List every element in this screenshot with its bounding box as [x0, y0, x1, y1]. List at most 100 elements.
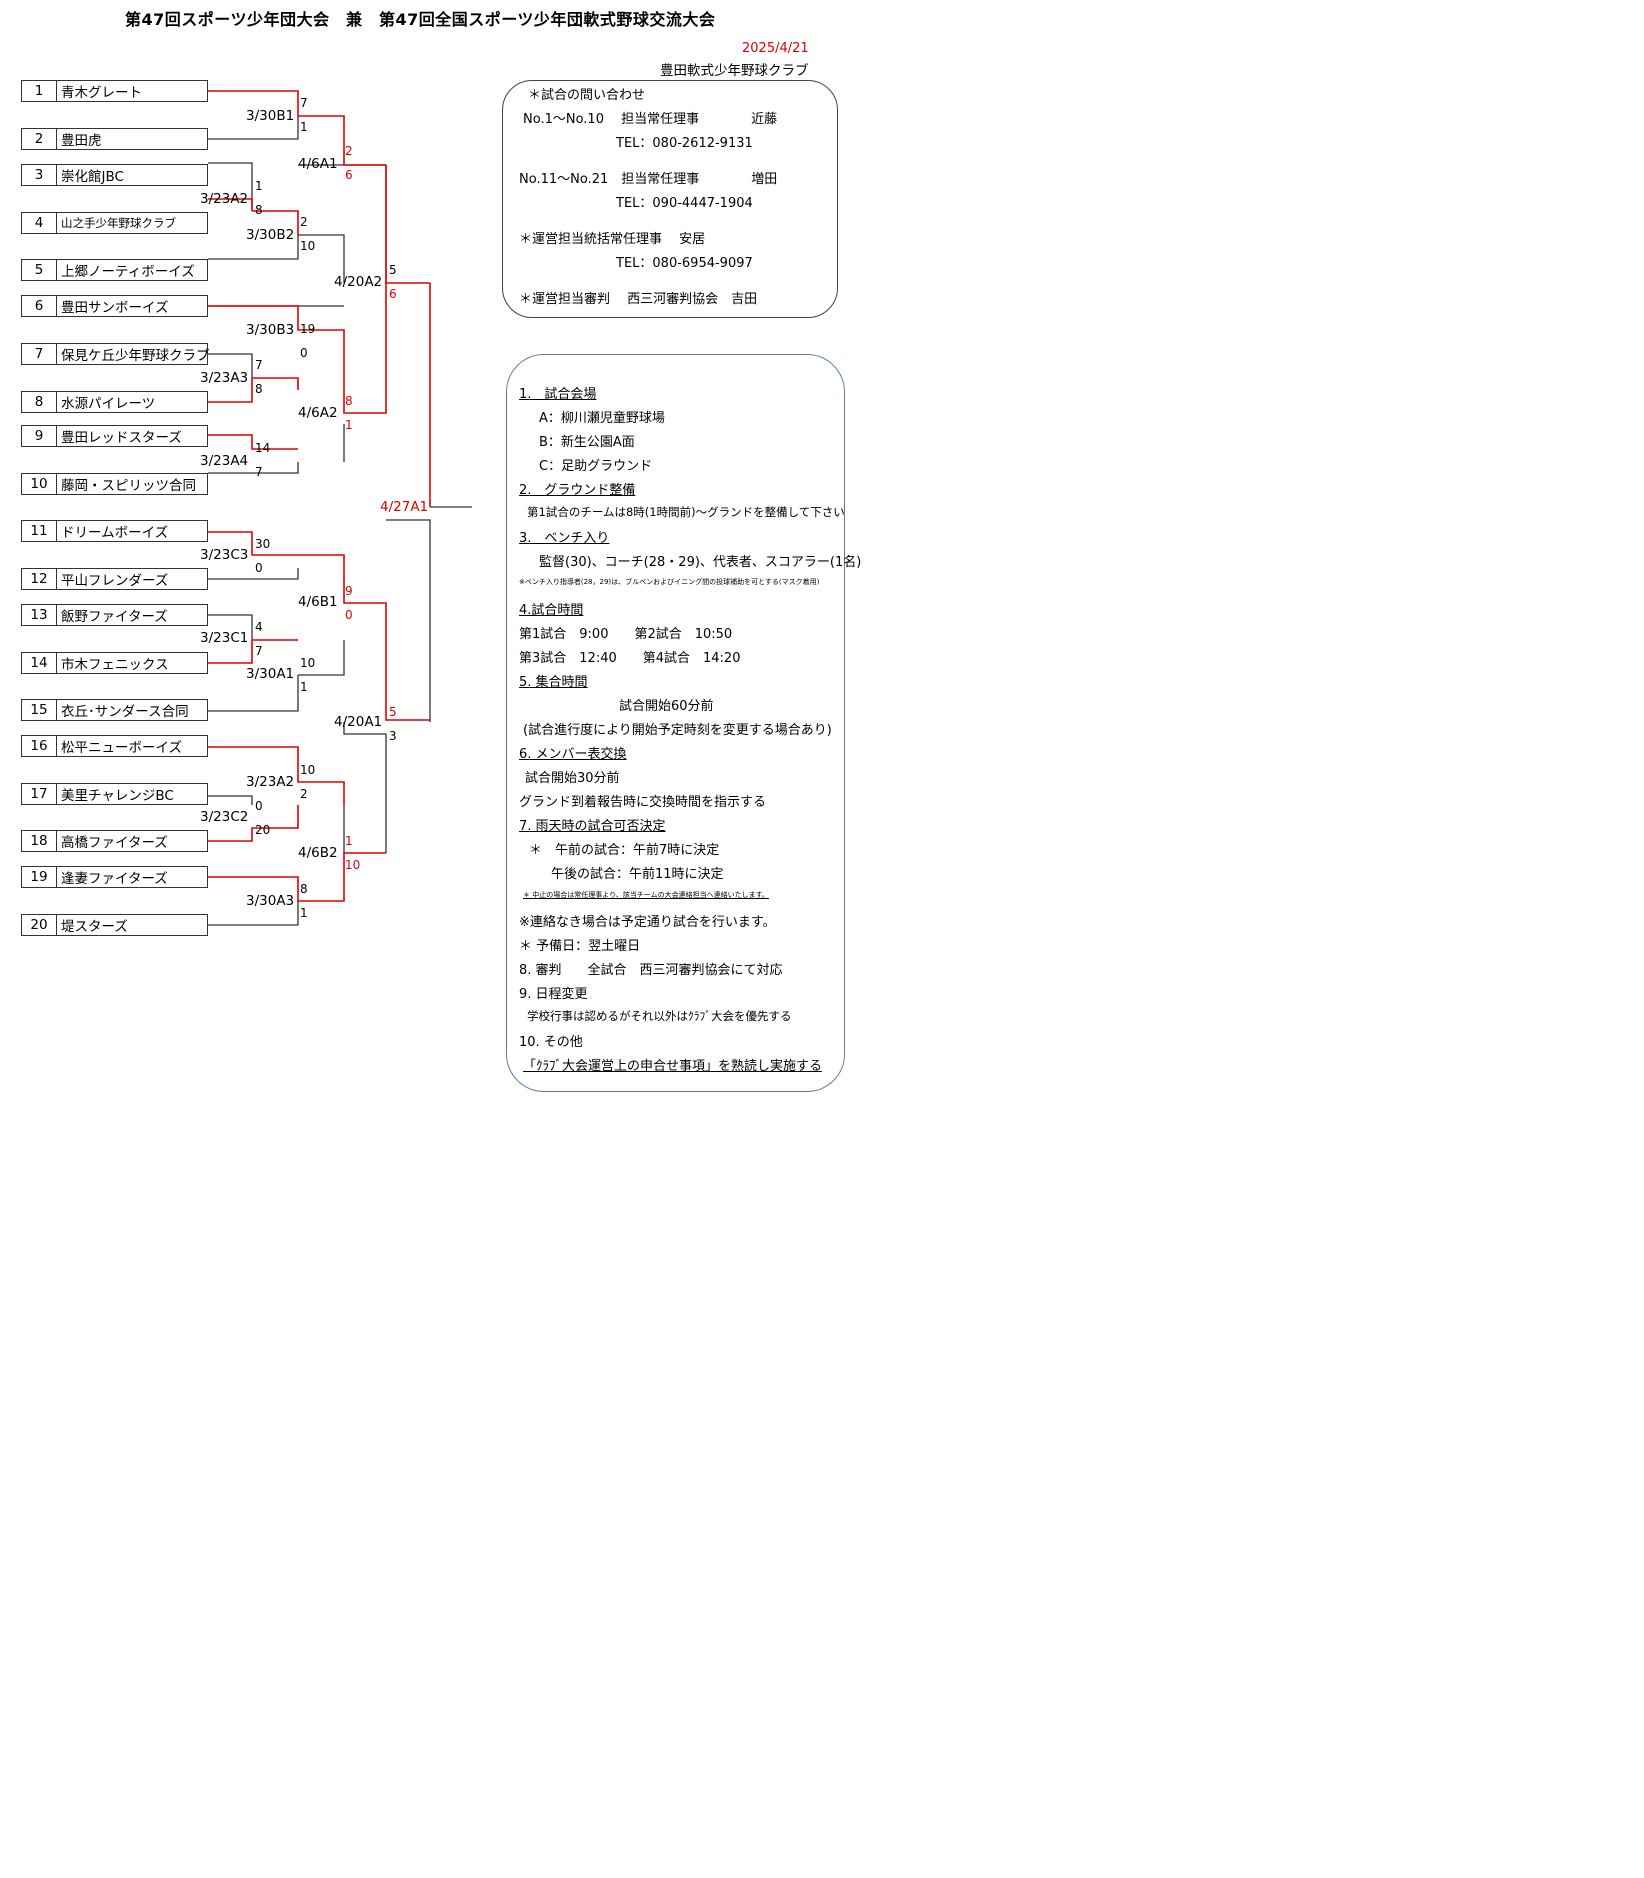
team-seed: 6 — [22, 296, 57, 316]
team-name: 美里チャレンジBC — [61, 788, 174, 804]
score: 1 — [300, 906, 308, 920]
game-label: 3/23C3 — [200, 547, 249, 563]
bracket-line — [208, 568, 299, 580]
team-name: 豊田レッドスターズ — [61, 430, 182, 446]
team-seed: 10 — [22, 474, 57, 494]
team-seed: 16 — [22, 736, 57, 756]
game-label: 3/23A3 — [200, 370, 249, 386]
team-seed: 9 — [22, 426, 57, 446]
score: 1 — [300, 680, 308, 694]
rule-text: 「ｸﾗﾌﾞ大会運営上の申合せ事項」を熟読し実施する — [523, 1059, 823, 1074]
bracket-line — [208, 795, 253, 805]
team-seed: 1 — [22, 81, 57, 101]
team-name: ドリームボーイズ — [61, 525, 169, 541]
score: 1 — [345, 834, 353, 848]
team-seed: 17 — [22, 784, 57, 804]
contact-tel: TEL：080-2612-9131 — [616, 136, 753, 151]
score: 20 — [255, 823, 271, 837]
team-seed: 4 — [22, 213, 57, 233]
winner-line — [208, 852, 386, 902]
rule-heading: 1. 試合会場 — [519, 387, 597, 402]
score: 19 — [300, 322, 316, 336]
bracket-line — [208, 235, 299, 260]
contact-range: No.1～No.10 担当常任理事 近藤 — [523, 112, 778, 127]
score: 5 — [389, 705, 397, 719]
team-seed: 5 — [22, 260, 57, 280]
contact-range: No.11～No.21 担当常任理事 増田 — [519, 172, 778, 187]
rule-note: ＊ 中止の場合は常任理事より、該当チームの大会連絡担当へ連絡いたします。 — [523, 891, 769, 899]
bracket-line — [208, 901, 299, 926]
score: 0 — [345, 608, 353, 622]
team-name: 飯野ファイターズ — [61, 609, 168, 625]
rule-heading: 6. メンバー表交換 — [519, 747, 627, 762]
team-name: 保見ケ丘少年野球クラブ — [61, 348, 210, 364]
rule-text: 試合開始60分前 — [619, 699, 714, 714]
date-label: 2025/4/21 — [742, 41, 809, 56]
rule-text: (試合進行度により開始予定時刻を変更する場合あり) — [523, 723, 832, 738]
score: 14 — [255, 441, 271, 455]
contact-box — [502, 80, 838, 318]
score: 10 — [300, 656, 316, 670]
rule-heading: 9. 日程変更 — [519, 987, 588, 1002]
team-name: 藤岡・スピリッツ合同 — [61, 478, 196, 494]
game-label: 3/23A2 — [246, 774, 295, 790]
score: 0 — [300, 346, 308, 360]
page-title: 第47回スポーツ少年団大会 兼 第47回全国スポーツ少年団軟式野球交流大会 — [125, 10, 716, 29]
bracket-lines — [208, 90, 472, 926]
final-game-label: 4/27A1 — [380, 499, 429, 515]
rule-text: A：柳川瀬児童野球場 — [539, 411, 665, 426]
team-name: 水源パイレーツ — [61, 396, 156, 412]
bracket-line — [343, 722, 387, 853]
score: 8 — [255, 203, 263, 217]
winner-line — [208, 378, 253, 403]
score: 1 — [345, 418, 353, 432]
team-seed: 12 — [22, 569, 57, 589]
team-name: 上郷ノーティボーイズ — [61, 264, 195, 280]
winner-line — [208, 531, 430, 721]
score: 1 — [300, 120, 308, 134]
team-name: 高橋ファイターズ — [61, 835, 168, 851]
bracket-line — [208, 353, 253, 378]
score: 0 — [255, 799, 263, 813]
rule-heading: 5. 集合時間 — [519, 675, 588, 690]
bracket-line — [208, 614, 253, 640]
rule-heading: 4.試合時間 — [519, 603, 584, 618]
rule-text: ＊ 予備日：翌土曜日 — [519, 939, 641, 954]
team-name: 松平ニューボーイズ — [61, 740, 183, 756]
team-name: 堤スターズ — [61, 919, 128, 935]
bracket-line — [298, 164, 387, 283]
score: 30 — [255, 537, 271, 551]
rule-heading: 8. 審判 全試合 西三河審判協会にて対応 — [519, 963, 783, 978]
game-label: 4/20A2 — [334, 274, 383, 290]
contact-tel: TEL：090-4447-1904 — [616, 196, 753, 211]
team-seed: 8 — [22, 392, 57, 412]
team-name: 市木フェニックス — [61, 657, 169, 673]
team-name: 衣丘･サンダース合同 — [61, 704, 189, 720]
game-label: 3/30A1 — [246, 666, 295, 682]
game-label: 4/6A2 — [298, 405, 338, 421]
score: 5 — [389, 263, 397, 277]
game-label: 4/20A1 — [334, 714, 383, 730]
team-seed: 2 — [22, 129, 57, 149]
winner-line — [208, 746, 345, 805]
score: 1 — [255, 179, 263, 193]
rules-box — [506, 354, 845, 1092]
score: 3 — [389, 729, 397, 743]
contact-umpire: ＊運営担当審判 西三河審判協会 吉田 — [519, 292, 758, 307]
contact-ops: ＊運営担当統括常任理事 安居 — [519, 232, 706, 247]
score: 2 — [300, 215, 308, 229]
rule-note: ※ベンチ入り指導者(28，29)は、ブルペンおよびイニング間の投球補助を可とする… — [519, 578, 820, 586]
score: 7 — [255, 465, 263, 479]
score: 10 — [345, 858, 361, 872]
winner-line — [208, 283, 387, 414]
